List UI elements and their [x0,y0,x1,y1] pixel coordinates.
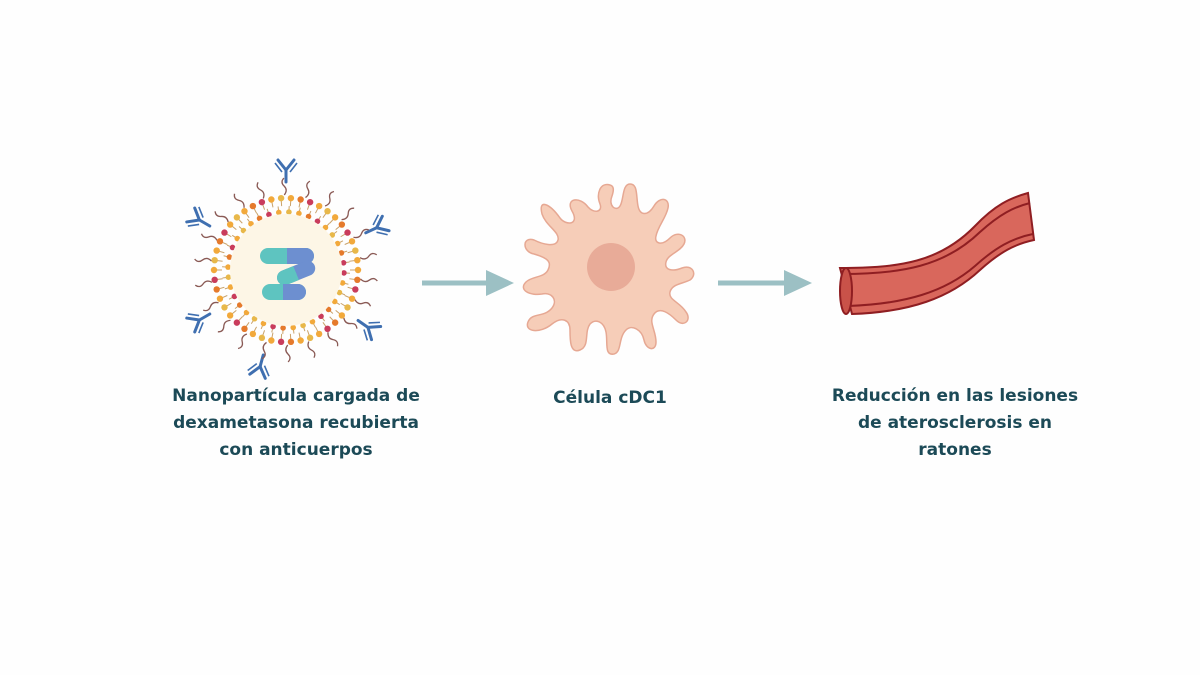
lipid-bilayer [210,194,362,346]
antibody-icons [185,158,391,380]
drug-pill-icon [277,260,316,286]
blood-vessel-icon [838,191,1036,316]
nanoparticle-icon [185,158,391,380]
reduction-label-line-3: ratones [918,440,992,460]
lipid-tails [194,177,378,363]
nanoparticle-label-line-3: con anticuerpos [219,440,373,460]
reduction-label: Reducción en las lesiones de aterosclero… [805,383,1105,464]
reduction-label-line-2: de aterosclerosis en [857,413,1053,433]
cell-label-line-1: Célula cDC1 [553,388,667,408]
dendritic-cell-icon [522,183,695,355]
cell-nucleus [587,243,635,291]
cell-label: Célula cDC1 [500,385,720,412]
nanoparticle-label-line-1: Nanopartícula cargada de [172,386,420,406]
drug-pill-icon [260,248,314,264]
nanoparticle-label-line-2: dexametasona recubierta [173,413,419,433]
nanoparticle-label: Nanopartícula cargada de dexametasona re… [150,383,442,464]
reduction-label-line-1: Reducción en las lesiones [831,386,1079,406]
drug-pill-icon [262,284,306,300]
right-arrow-icon [422,270,514,296]
right-arrow-icon [718,270,812,296]
